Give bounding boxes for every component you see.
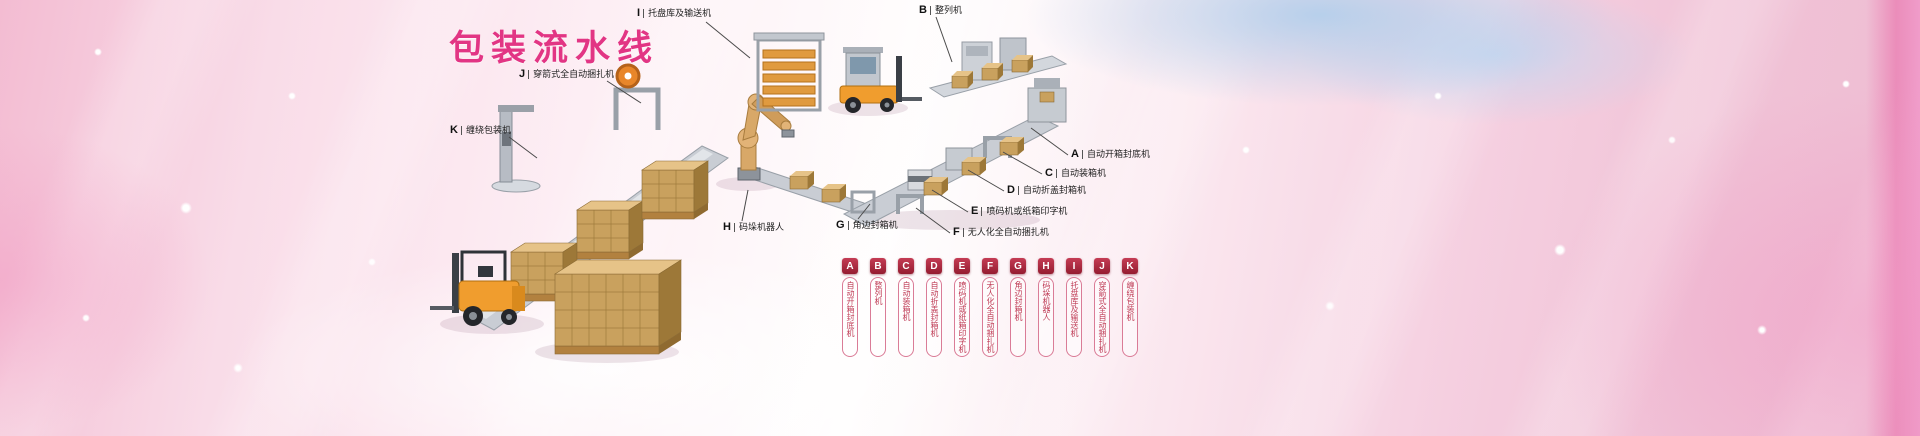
legend-item-c: C 自动装箱机 bbox=[898, 258, 914, 357]
callout-text: 角边封箱机 bbox=[847, 220, 898, 231]
legend-name-box: 喷码机或纸箱印字机 bbox=[954, 277, 970, 357]
legend-badge: I bbox=[1066, 258, 1082, 274]
callout-text: 自动装箱机 bbox=[1055, 168, 1106, 179]
legend-name: 缠绕包装机 bbox=[1126, 281, 1135, 321]
callout-text: 穿箭式全自动捆扎机 bbox=[528, 69, 614, 80]
legend-name: 角边封箱机 bbox=[1014, 281, 1023, 321]
legend-name-box: 角边封箱机 bbox=[1010, 277, 1026, 357]
callout-letter: K bbox=[450, 124, 458, 136]
legend-badge: K bbox=[1122, 258, 1138, 274]
legend-name-box: 穿箭式全自动捆扎机 bbox=[1094, 277, 1110, 357]
callout-text: 托盘库及输送机 bbox=[643, 8, 711, 19]
legend-name-box: 缠绕包装机 bbox=[1122, 277, 1138, 357]
legend-item-j: J 穿箭式全自动捆扎机 bbox=[1094, 258, 1110, 357]
legend-item-g: G 角边封箱机 bbox=[1010, 258, 1026, 357]
callout-text: 码垛机器人 bbox=[733, 222, 784, 233]
legend-badge: D bbox=[926, 258, 942, 274]
legend-name: 码垛机器人 bbox=[1042, 281, 1051, 321]
callout-text: 自动折盖封箱机 bbox=[1017, 185, 1086, 196]
callout-letter: A bbox=[1071, 148, 1079, 160]
legend-badge: E bbox=[954, 258, 970, 274]
callout-letter: H bbox=[723, 221, 731, 233]
callout-text: 整列机 bbox=[929, 5, 962, 16]
callout-letter: E bbox=[971, 205, 979, 217]
callout-letter: J bbox=[519, 68, 526, 80]
legend: A 自动开箱封底机 B 整列机 C 自动装箱机 D 自动折盖封箱机 E 喷码机或纸箱印字机… bbox=[842, 258, 1138, 357]
callout-text: 无人化全自动捆扎机 bbox=[962, 227, 1049, 238]
legend-badge: G bbox=[1010, 258, 1026, 274]
legend-badge: H bbox=[1038, 258, 1054, 274]
callout-text: 自动开箱封底机 bbox=[1081, 149, 1150, 160]
legend-name: 自动折盖封箱机 bbox=[930, 281, 939, 337]
page-title: 包装流水线 bbox=[449, 29, 660, 68]
legend-name: 整列机 bbox=[874, 281, 883, 305]
legend-item-a: A 自动开箱封底机 bbox=[842, 258, 858, 357]
legend-item-d: D 自动折盖封箱机 bbox=[926, 258, 942, 357]
legend-badge: A bbox=[842, 258, 858, 274]
legend-name-box: 自动装箱机 bbox=[898, 277, 914, 357]
legend-name-box: 无人化全自动捆扎机 bbox=[982, 277, 998, 357]
callout-letter: G bbox=[836, 219, 845, 231]
legend-name: 穿箭式全自动捆扎机 bbox=[1098, 281, 1107, 353]
legend-badge: B bbox=[870, 258, 886, 274]
legend-badge: J bbox=[1094, 258, 1110, 274]
legend-item-k: K 缠绕包装机 bbox=[1122, 258, 1138, 357]
callout-letter: I bbox=[637, 7, 641, 19]
legend-item-e: E 喷码机或纸箱印字机 bbox=[954, 258, 970, 357]
legend-badge: C bbox=[898, 258, 914, 274]
legend-name-box: 托盘库及输送机 bbox=[1066, 277, 1082, 357]
legend-name: 无人化全自动捆扎机 bbox=[986, 281, 995, 353]
legend-item-i: I 托盘库及输送机 bbox=[1066, 258, 1082, 357]
callout-letter: C bbox=[1045, 167, 1053, 179]
callout-text: 喷码机或纸箱印字机 bbox=[981, 206, 1067, 217]
legend-name-box: 自动开箱封底机 bbox=[842, 277, 858, 357]
callout-letter: D bbox=[1007, 184, 1015, 196]
legend-name: 自动装箱机 bbox=[902, 281, 911, 321]
callout-letter: B bbox=[919, 4, 927, 16]
legend-name-box: 自动折盖封箱机 bbox=[926, 277, 942, 357]
callout-text: 缠绕包装机 bbox=[460, 125, 511, 136]
callout-letter: F bbox=[953, 226, 960, 238]
legend-name-box: 整列机 bbox=[870, 277, 886, 357]
legend-item-b: B 整列机 bbox=[870, 258, 886, 357]
legend-name: 托盘库及输送机 bbox=[1070, 281, 1079, 337]
legend-item-h: H 码垛机器人 bbox=[1038, 258, 1054, 357]
legend-name: 自动开箱封底机 bbox=[846, 281, 855, 337]
legend-item-f: F 无人化全自动捆扎机 bbox=[982, 258, 998, 357]
legend-name: 喷码机或纸箱印字机 bbox=[958, 281, 967, 353]
legend-name-box: 码垛机器人 bbox=[1038, 277, 1054, 357]
legend-badge: F bbox=[982, 258, 998, 274]
